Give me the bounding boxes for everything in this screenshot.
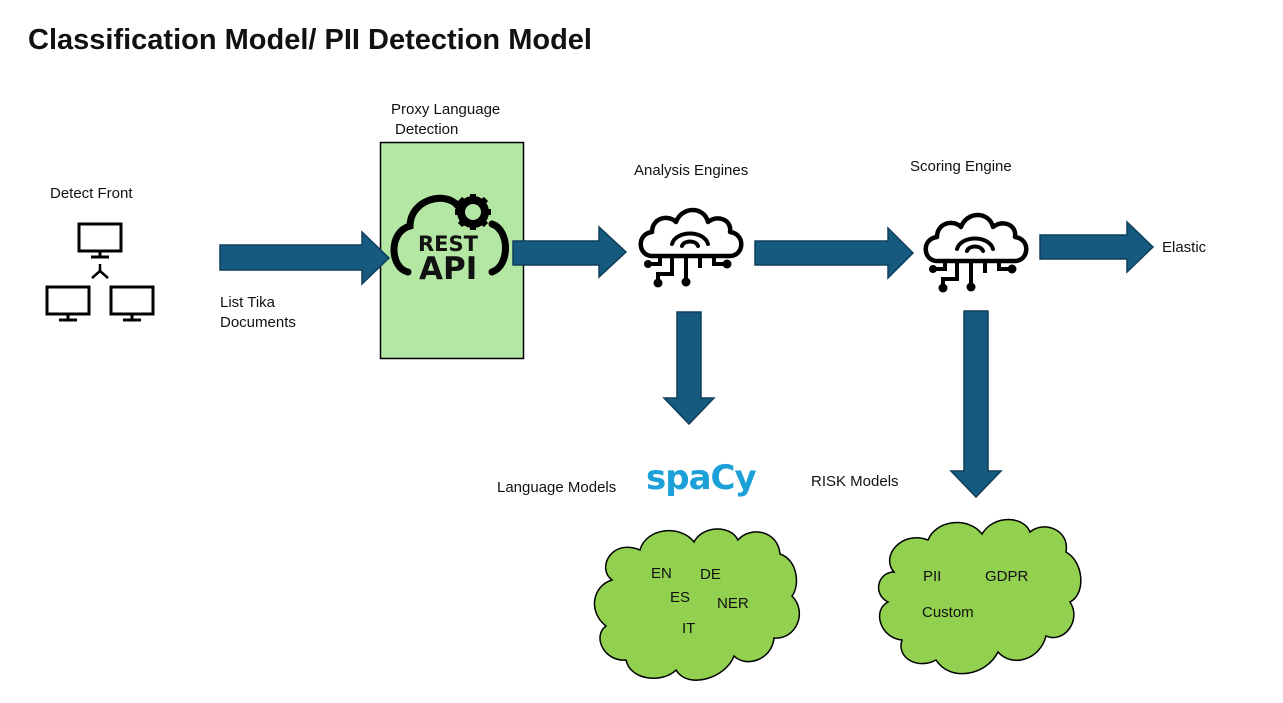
arrow-rest-to-analysis <box>512 225 628 279</box>
page-title: Classification Model/ PII Detection Mode… <box>28 24 592 56</box>
list-tika-label: List Tika <box>220 294 276 311</box>
network-computers-icon <box>45 222 155 322</box>
cloud-item-gdpr: GDPR <box>985 568 1029 585</box>
detect-front-label: Detect Front <box>50 185 133 202</box>
analysis-engines-label: Analysis Engines <box>634 162 749 179</box>
cloud-item-de: DE <box>700 566 721 583</box>
cloud-item-pii: PII <box>923 568 942 585</box>
proxy-language-label: Proxy Language <box>391 101 501 118</box>
cloud-item-it: IT <box>682 620 696 637</box>
cloud-item-en: EN <box>651 565 672 582</box>
cloud-item-es: ES <box>670 589 691 606</box>
language-models-cloud <box>593 528 801 681</box>
rest-api-cloud-icon <box>390 194 509 276</box>
arrow-detect-to-rest <box>219 230 391 286</box>
ai-brain-icon-scoring <box>926 215 1027 293</box>
detection-label: Detection <box>395 121 459 138</box>
elastic-label: Elastic <box>1162 239 1207 256</box>
documents-label: Documents <box>220 314 296 331</box>
arrow-scoring-to-risk-models <box>949 310 1003 499</box>
api-label: API <box>419 251 478 287</box>
risk-models-label: RISK Models <box>811 473 899 490</box>
cloud-item-ner: NER <box>717 595 749 612</box>
proxy-language-detection-box <box>379 141 525 360</box>
risk-models-cloud <box>877 518 1082 675</box>
ai-brain-icon-analysis <box>641 210 742 288</box>
arrow-analysis-to-scoring <box>754 226 915 280</box>
spacy-logo: spaCy <box>646 458 757 498</box>
cloud-item-custom: Custom <box>922 604 974 621</box>
arrow-scoring-to-elastic <box>1039 220 1155 274</box>
arrow-analysis-to-language-models <box>662 311 716 426</box>
scoring-engine-label: Scoring Engine <box>910 158 1012 175</box>
language-models-label: Language Models <box>497 479 617 496</box>
rest-label: REST <box>418 232 478 256</box>
